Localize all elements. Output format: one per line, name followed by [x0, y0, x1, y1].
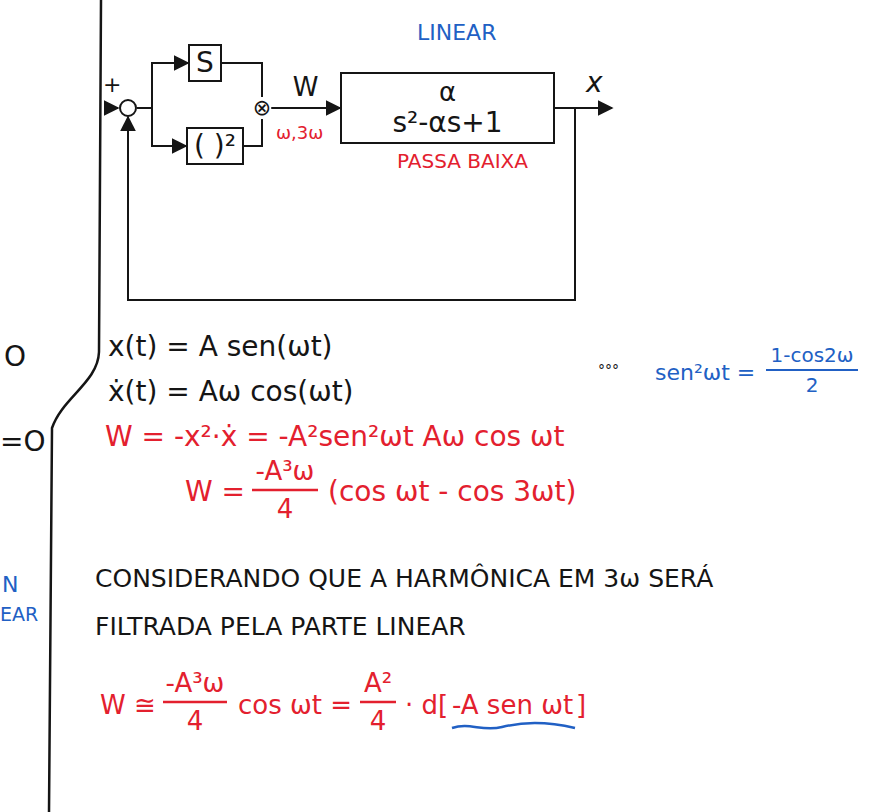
block-note: PASSA BAIXA — [397, 149, 528, 173]
square-block: ( )² — [186, 127, 244, 166]
identity-text: 2 — [806, 373, 819, 397]
frequency-note: ω,3ω — [276, 122, 323, 144]
equation-text: W = — [185, 475, 245, 508]
equation-text: -A³ω — [256, 456, 315, 487]
equation-text: cos ωt = — [238, 690, 352, 721]
equation-text: · d[ — [405, 690, 448, 720]
margin-bracket — [49, 0, 101, 812]
equation-text: W = -x²·ẋ = -A²sen²ωt Aω cos ωt — [105, 420, 565, 454]
signal-wire — [222, 63, 262, 97]
identity-text: 1-cos2ω — [770, 343, 853, 367]
equation-text: 4 — [370, 706, 387, 737]
equation-text: x(t) = A sen(ωt) — [108, 330, 333, 363]
summing-junction: + — [119, 99, 137, 117]
equation-text: · d[ — [405, 690, 448, 721]
equation-text: ẋ(t) = Aω cos(ωt) — [108, 375, 354, 409]
signal-label: x — [586, 66, 603, 99]
identity-text: sen²ωt = — [655, 360, 755, 385]
margin-fragment: N — [2, 572, 18, 597]
multiplier-symbol: ⊗ — [253, 97, 271, 119]
equation-text: -A³ω — [166, 668, 225, 698]
signal-wire — [271, 107, 340, 109]
margin-fragment: O — [4, 340, 26, 374]
equation-text: W = — [185, 475, 245, 509]
equation-text: ] — [576, 690, 586, 720]
fraction-bar — [163, 701, 227, 704]
margin-fragment: EAR — [0, 603, 38, 626]
margin-fragment: =O — [0, 425, 46, 459]
transfer-numerator: α — [439, 77, 456, 107]
sign-label: + — [103, 72, 121, 97]
derivative-block: S — [188, 44, 222, 83]
equation-text: A² — [364, 668, 392, 699]
margin-fragment: EAR — [0, 603, 38, 625]
signal-label: x — [586, 66, 603, 100]
margin-fragment: N — [2, 572, 18, 598]
sketch-dots: °°° — [598, 362, 619, 379]
junction-outline — [120, 100, 136, 116]
emphasis-underline — [452, 723, 575, 728]
equation-text: -A sen ωt — [452, 690, 573, 720]
signal-name: W — [293, 72, 319, 102]
margin-fragment: O — [4, 340, 26, 373]
identity-text: sen²ωt = — [655, 360, 755, 386]
equation-text: 4 — [187, 706, 204, 736]
frequency-note: ω,3ω — [276, 122, 323, 143]
equation-text: x(t) = A sen(ωt) — [108, 330, 333, 364]
equation-text: -A³ω — [166, 668, 225, 699]
equation-text: (cos ωt - cos 3ωt) — [328, 475, 576, 508]
margin-fragment: =O — [0, 425, 46, 458]
edge-label: W — [290, 72, 322, 102]
equation-text: -A³ω — [256, 456, 315, 486]
transfer-denominator: s²-αs+1 — [392, 106, 502, 139]
signal-wire — [244, 119, 262, 146]
equation-text: 4 — [277, 494, 294, 525]
block-heading: LINEAR — [417, 20, 496, 45]
equation-text: ẋ(t) = Aω cos(ωt) — [108, 375, 354, 408]
note-text: CONSIDERANDO QUE A HARMÔNICA EM 3ω SERÁ … — [95, 564, 713, 641]
equation-text: W ≅ — [100, 690, 156, 721]
signal-wire — [137, 108, 186, 146]
note-text: CONSIDERANDO QUE A HARMÔNICA EM 3ω SERÁ … — [95, 555, 815, 651]
junction-circle — [119, 99, 137, 117]
identity-text: 2 — [806, 373, 819, 397]
fraction-bar — [252, 489, 318, 492]
multiplier-glyph: ⊗ — [253, 95, 271, 120]
equation-text: 4 — [370, 706, 387, 736]
output-arrow — [575, 107, 612, 109]
equation-text: cos ωt = — [238, 690, 352, 720]
linear-block: LINEARαs²-αs+1PASSA BAIXA — [340, 72, 555, 144]
equation-text: 4 — [277, 494, 294, 524]
block-symbol: ( )² — [194, 129, 236, 162]
block-symbol: S — [196, 46, 214, 79]
equation-text: 4 — [187, 706, 204, 737]
equation-text: W ≅ — [100, 690, 156, 720]
fraction-bar — [360, 701, 396, 704]
identity-text: 1-cos2ω — [770, 343, 853, 367]
equation-text: (cos ωt - cos 3ωt) — [328, 475, 576, 509]
sketch-dots: °°° — [598, 362, 619, 378]
fraction-bar — [766, 369, 858, 371]
equation-text: W = -x²·ẋ = -A²sen²ωt Aω cos ωt — [105, 420, 565, 453]
input-arrow — [104, 107, 118, 109]
equation-text: A² — [364, 668, 392, 698]
signal-wire — [137, 63, 188, 108]
equation-text: ] — [576, 690, 586, 721]
equation-text: -A sen ωt — [452, 690, 573, 721]
